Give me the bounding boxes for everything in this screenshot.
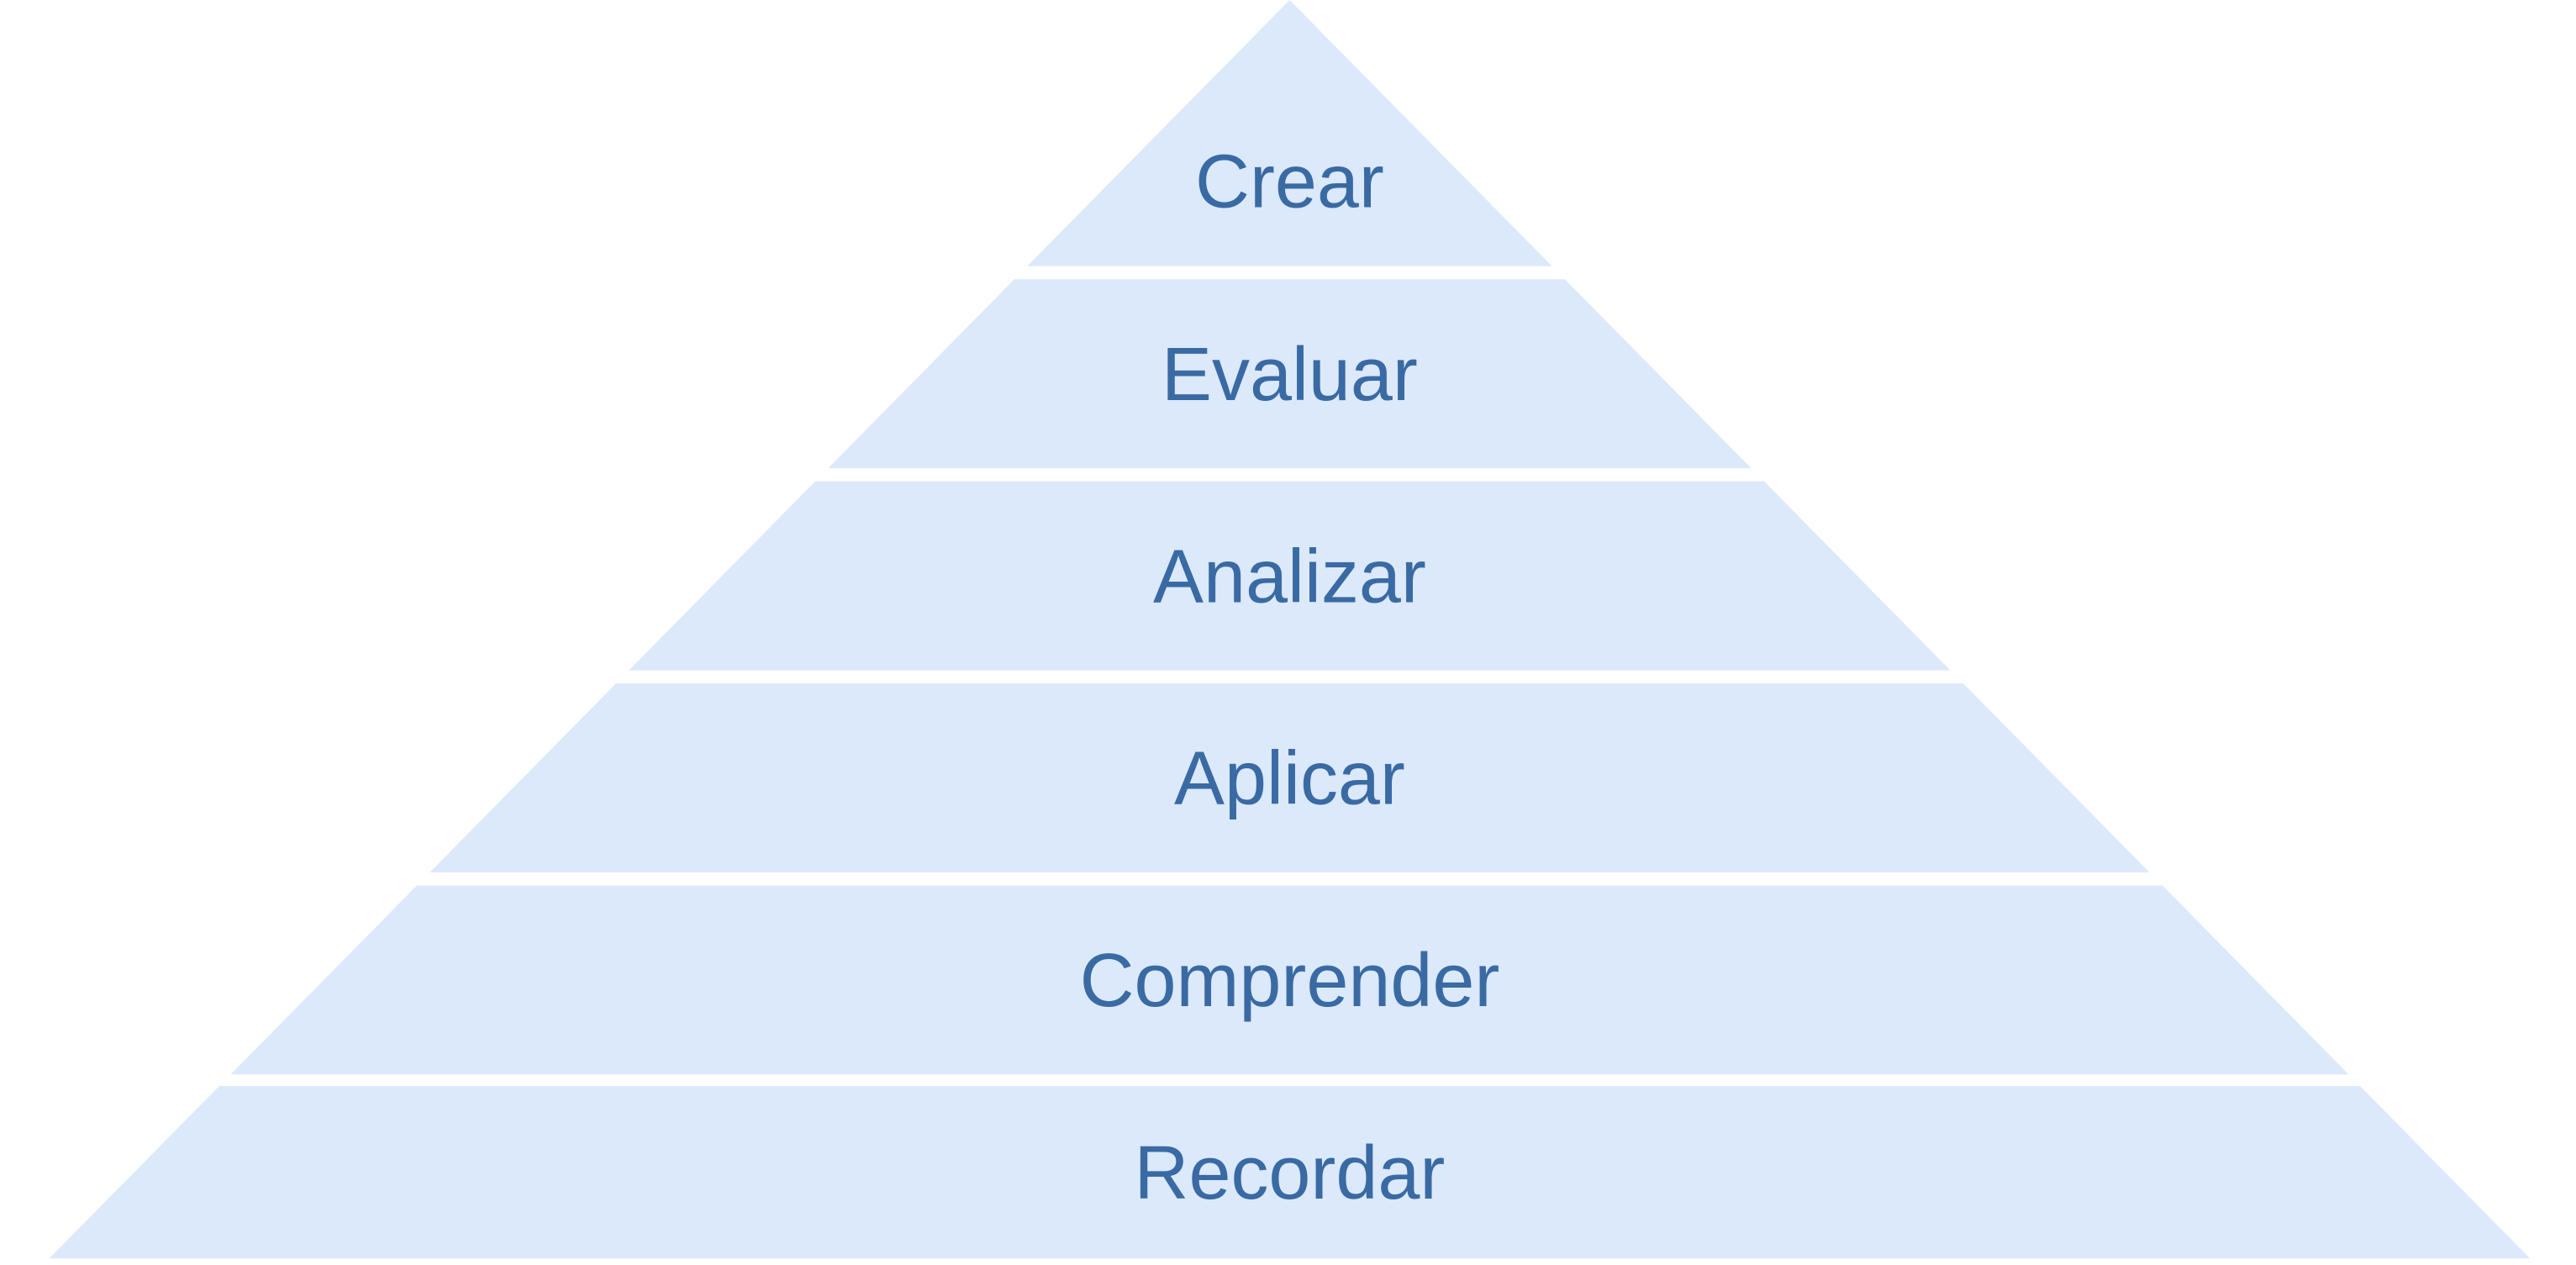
pyramid-level-label: Evaluar bbox=[1162, 333, 1418, 417]
pyramid-level-crear: Crear bbox=[1027, 0, 1552, 266]
pyramid-level-shape bbox=[629, 481, 1951, 671]
pyramid-level-analizar: Analizar bbox=[629, 481, 1951, 671]
pyramid-level-aplicar: Aplicar bbox=[429, 683, 2150, 872]
pyramid-level-shape bbox=[49, 1085, 2531, 1259]
pyramid-level-label: Recordar bbox=[1135, 1131, 1446, 1215]
pyramid-level-comprender: Comprender bbox=[230, 885, 2349, 1075]
pyramid-level-label: Analizar bbox=[1153, 535, 1426, 619]
pyramid-level-shape bbox=[1027, 0, 1552, 266]
pyramid-level-shape bbox=[429, 683, 2150, 872]
pyramid-level-label: Crear bbox=[1195, 140, 1384, 224]
pyramid-level-shape bbox=[230, 885, 2349, 1075]
pyramid-level-label: Comprender bbox=[1080, 939, 1500, 1023]
pyramid-level-evaluar: Evaluar bbox=[828, 279, 1752, 469]
pyramid-level-shape bbox=[828, 279, 1752, 469]
pyramid-level-recordar: Recordar bbox=[49, 1085, 2531, 1259]
pyramid-level-label: Aplicar bbox=[1174, 737, 1405, 821]
